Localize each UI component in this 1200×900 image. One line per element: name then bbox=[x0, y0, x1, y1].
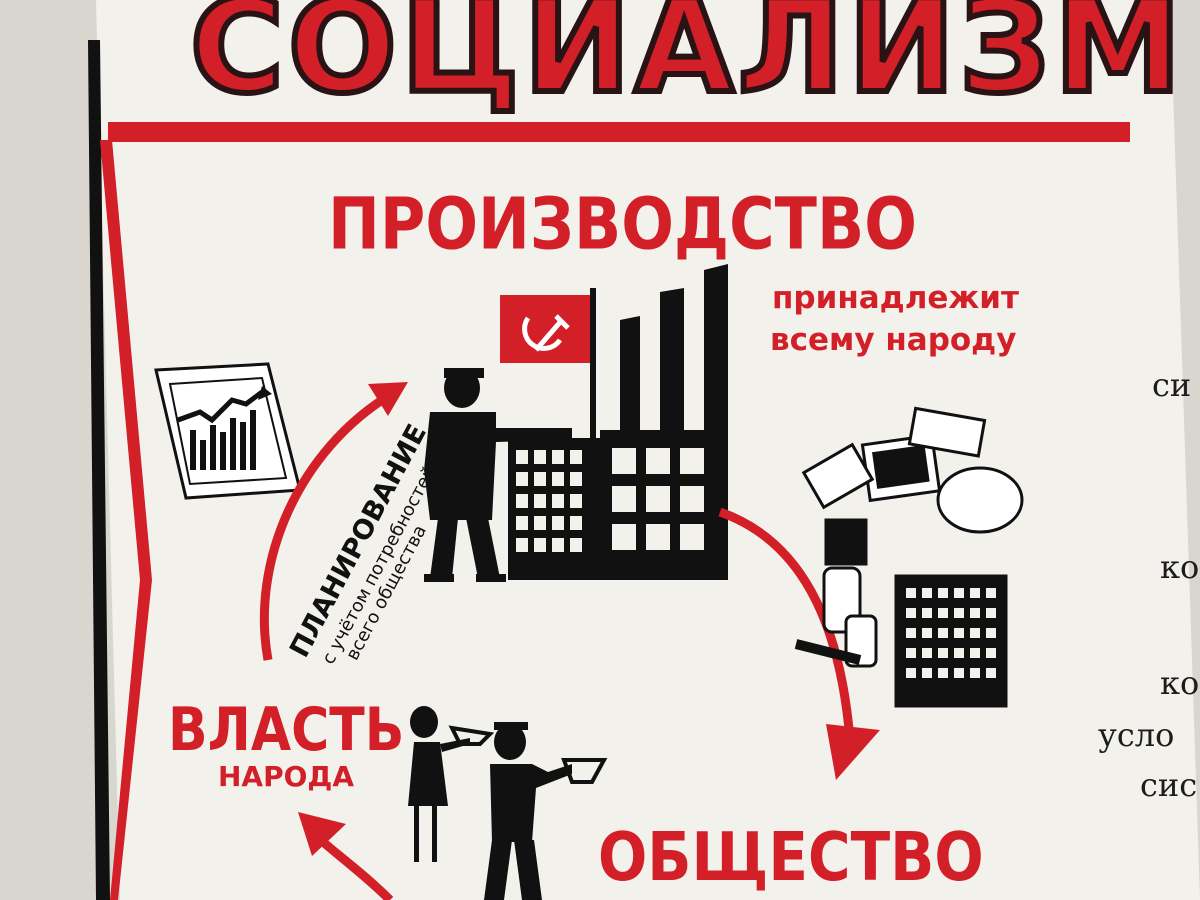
chimney-3 bbox=[704, 264, 728, 440]
hammer-sickle-icon bbox=[522, 314, 570, 352]
arrow-society-head bbox=[826, 724, 880, 780]
factory-windows bbox=[612, 448, 704, 550]
chimney-2 bbox=[660, 288, 684, 440]
side-text-5: сис bbox=[1140, 766, 1198, 804]
production-caption-line1: принадлежит bbox=[772, 280, 1019, 316]
arrow-power-head bbox=[298, 812, 346, 856]
goods-pile bbox=[794, 406, 1024, 708]
production-heading: ПРОИЗВОДСТВО bbox=[328, 182, 917, 266]
flag bbox=[500, 288, 596, 578]
side-text-3: ко bbox=[1160, 664, 1200, 702]
poster-title: СОЦИАЛИЗМ bbox=[187, 0, 1186, 122]
side-text-2: ко bbox=[1160, 548, 1200, 586]
arrow-planning-head bbox=[368, 382, 408, 416]
power-subheading: НАРОДА bbox=[218, 760, 355, 793]
chimney-1 bbox=[620, 316, 640, 440]
power-heading: ВЛАСТЬ bbox=[168, 696, 405, 765]
production-caption-line2: всему народу bbox=[770, 322, 1017, 358]
factory bbox=[508, 264, 728, 580]
office-windows bbox=[516, 450, 582, 552]
arrow-planning bbox=[259, 391, 393, 661]
flag-pole bbox=[590, 288, 596, 578]
growth-chart-icon bbox=[154, 362, 302, 500]
worker-figure bbox=[424, 368, 572, 582]
title-underline bbox=[108, 122, 1130, 142]
left-border-black bbox=[88, 40, 110, 900]
side-text-1: си bbox=[1152, 366, 1192, 404]
people-figures bbox=[408, 706, 608, 900]
flag-cloth bbox=[500, 295, 592, 363]
society-heading: ОБЩЕСТВО bbox=[598, 818, 984, 897]
side-text-4: усло bbox=[1098, 716, 1175, 754]
left-border-red bbox=[100, 140, 152, 900]
arrow-society bbox=[718, 507, 855, 741]
